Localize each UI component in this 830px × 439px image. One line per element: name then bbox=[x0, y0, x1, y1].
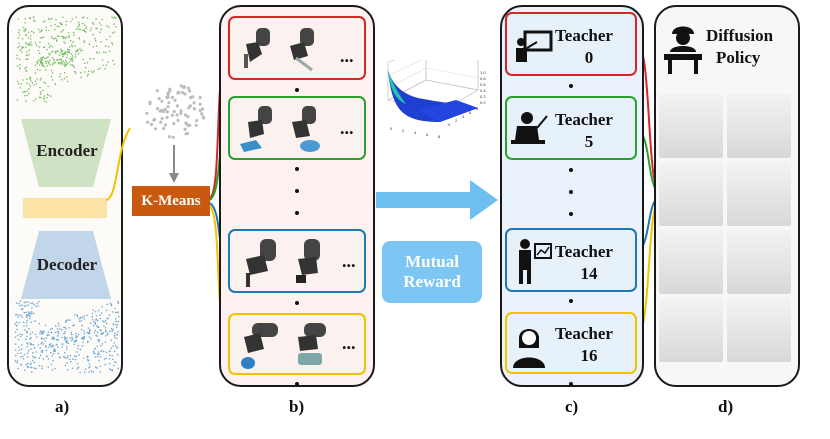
caption-b: b) bbox=[289, 397, 305, 416]
teacher-card-16: Teacher 16 bbox=[505, 312, 637, 374]
diffusion-policy-title-line2: Policy bbox=[716, 48, 761, 67]
vertical-dot bbox=[295, 301, 299, 305]
z-tick-label: 0.2 bbox=[480, 94, 486, 99]
mutual-reward-box: Mutual Reward bbox=[382, 241, 482, 303]
cluster-card-green: ... bbox=[228, 96, 366, 160]
mutual-reward-line2: Reward bbox=[403, 272, 461, 291]
robot-hand-image bbox=[290, 237, 330, 289]
vertical-dot bbox=[569, 212, 573, 216]
vertical-dot bbox=[295, 167, 299, 171]
teacher-card-5: Teacher 5 bbox=[505, 96, 637, 160]
robot-hand-image bbox=[282, 24, 324, 72]
teacher-name: Teacher bbox=[555, 26, 613, 45]
rollout-image bbox=[727, 162, 791, 226]
vertical-dot bbox=[295, 88, 299, 92]
robot-hand-image bbox=[234, 319, 286, 371]
rollout-image bbox=[659, 298, 723, 362]
x-tick-label: 8 bbox=[438, 134, 441, 139]
caption-c: c) bbox=[565, 397, 579, 416]
female-teacher-icon bbox=[513, 329, 545, 368]
rollout-image bbox=[727, 298, 791, 362]
ellipsis: ... bbox=[340, 118, 354, 138]
x-tick-label: 6 bbox=[426, 132, 429, 137]
y-tick-label: 2 bbox=[455, 118, 458, 123]
mutual-reward-line1: Mutual bbox=[405, 252, 459, 271]
x-tick-label: 0 bbox=[390, 126, 393, 131]
latent-pointcloud bbox=[145, 84, 206, 139]
ellipsis: ... bbox=[340, 46, 354, 66]
cluster-card-yellow: ... bbox=[228, 313, 366, 375]
vertical-dot bbox=[569, 168, 573, 172]
lecturer-at-desk-icon bbox=[511, 112, 548, 144]
teacher-name: Teacher bbox=[555, 324, 613, 343]
vertical-dot bbox=[569, 382, 573, 386]
x-tick-label: 2 bbox=[402, 128, 405, 133]
caption-a: a) bbox=[55, 397, 70, 416]
caption-d: d) bbox=[718, 397, 734, 416]
teacher-number: 14 bbox=[580, 264, 598, 283]
diffusion-policy-title-line1: Diffusion bbox=[706, 26, 774, 45]
robot-hand-image bbox=[236, 237, 286, 289]
policy-rollout-grid bbox=[659, 94, 791, 366]
policy-agent-icon bbox=[664, 26, 702, 74]
rollout-image bbox=[727, 94, 791, 158]
teacher-card-14: Teacher 14 bbox=[505, 228, 637, 292]
encoder-label: Encoder bbox=[36, 141, 98, 160]
decoder-block bbox=[21, 231, 111, 299]
ellipsis: ... bbox=[342, 251, 356, 271]
encoder-input-pointcloud bbox=[16, 16, 117, 103]
rollout-image bbox=[727, 230, 791, 294]
y-tick-label: 0 bbox=[448, 122, 451, 127]
vertical-dot bbox=[569, 299, 573, 303]
ellipsis: ... bbox=[342, 333, 356, 353]
cluster-card-blue: ... bbox=[228, 229, 366, 293]
teacher-number: 5 bbox=[584, 132, 594, 151]
vertical-dot bbox=[569, 84, 573, 88]
presenter-with-chart-icon bbox=[519, 239, 552, 284]
z-tick-label: 0.6 bbox=[480, 82, 486, 87]
z-tick-label: 1.0 bbox=[480, 70, 486, 75]
robot-hand-image bbox=[290, 319, 334, 371]
presentation-board-icon bbox=[516, 30, 553, 62]
encoder-block bbox=[21, 119, 111, 187]
vertical-dot bbox=[295, 382, 299, 386]
panel-a: Encoder Decoder bbox=[7, 5, 123, 387]
kmeans-label: K-Means bbox=[141, 193, 201, 209]
vertical-dot bbox=[295, 189, 299, 193]
vertical-dot bbox=[569, 190, 573, 194]
kmeans-box: K-Means bbox=[132, 186, 210, 216]
x-tick-label: 4 bbox=[414, 130, 417, 135]
teacher-card-0: Teacher 0 bbox=[505, 12, 637, 76]
y-tick-label: 4 bbox=[462, 114, 465, 119]
robot-hand-image bbox=[236, 24, 278, 72]
rollout-image bbox=[659, 162, 723, 226]
robot-hand-image bbox=[282, 104, 324, 154]
decoder-output-pointcloud bbox=[14, 300, 120, 374]
teacher-number: 0 bbox=[584, 48, 594, 67]
z-tick-label: 0.4 bbox=[480, 88, 486, 93]
rollout-image bbox=[659, 230, 723, 294]
teacher-name: Teacher bbox=[555, 242, 613, 261]
latent-to-kmeans-arrow bbox=[169, 145, 179, 183]
y-tick-label: 6 bbox=[469, 110, 472, 115]
z-tick-label: 0.0 bbox=[480, 100, 486, 105]
teacher-number: 16 bbox=[580, 346, 598, 365]
robot-hand-image bbox=[236, 104, 278, 154]
flow-arrow bbox=[376, 180, 498, 220]
rollout-image bbox=[659, 94, 723, 158]
vertical-dot bbox=[295, 211, 299, 215]
decoder-label: Decoder bbox=[36, 255, 98, 274]
latent-vector bbox=[23, 198, 107, 218]
cluster-card-red: ... bbox=[228, 16, 366, 80]
y-tick-label: 8 bbox=[476, 106, 479, 111]
teacher-name: Teacher bbox=[555, 110, 613, 129]
z-tick-label: 0.8 bbox=[480, 76, 486, 81]
